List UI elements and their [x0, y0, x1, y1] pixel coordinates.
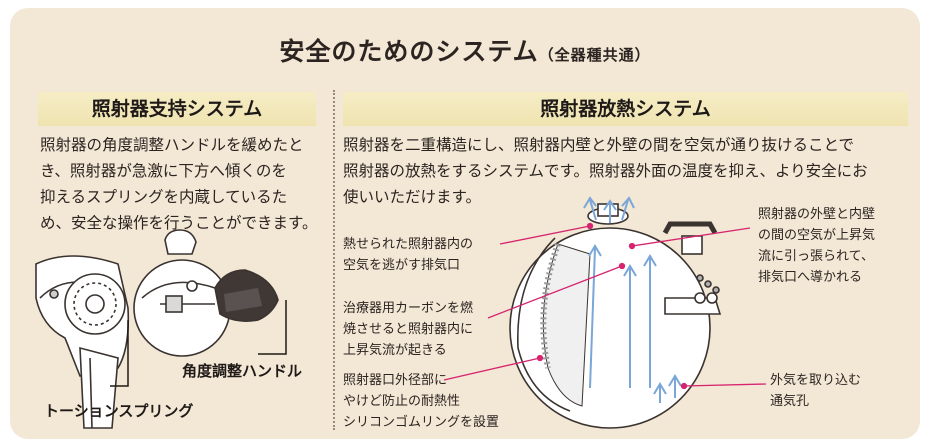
- callout-line: 熱せられた照射器内の: [343, 237, 474, 252]
- label-angle-handle: 角度調整ハンドル: [182, 362, 303, 380]
- callout-line: やけど防止の耐熱性: [343, 394, 461, 409]
- support-system-heading: 照射器支持システム: [38, 92, 316, 126]
- callout-line: 空気を逃がす排気口: [343, 258, 461, 273]
- heat-dissipation-description: 照射器を二重構造にし、照射器内壁と外壁の間を空気が通り抜けることで 照射器の放熱…: [343, 132, 913, 210]
- torsion-spring-mechanism-illustration: [35, 229, 279, 429]
- callout-line: 治療器用カーボンを燃: [343, 301, 474, 316]
- callout-line: 流に引っ張られて、: [758, 249, 874, 264]
- safety-system-panel: 安全のためのシステム（全器種共通） 照射器支持システム 照射器の角度調整ハンドル…: [10, 8, 920, 439]
- callout-double-wall: 照射器の外壁と内壁 の間の空気が上昇気 流に引っ張られて、 排気口へ導かれる: [758, 204, 875, 288]
- page-title: 安全のためのシステム（全器種共通）: [10, 32, 920, 68]
- callout-carbon-updraft: 治療器用カーボンを燃 焼させると照射器内に 上昇気流が起きる: [343, 298, 473, 361]
- callout-line: 通気孔: [770, 394, 810, 409]
- title-sub: （全器種共通）: [538, 46, 651, 64]
- callout-line: の間の空気が上昇気: [758, 228, 876, 243]
- callout-intake-vent: 外気を取り込む 通気孔: [770, 370, 861, 412]
- description-line: 照射器を二重構造にし、照射器内壁と外壁の間を空気が通り抜けることで: [343, 136, 855, 154]
- callout-leader-lines: [443, 222, 767, 390]
- section-divider: [333, 90, 335, 430]
- callout-exhaust-port: 熱せられた照射器内の 空気を逃がす排気口: [343, 234, 473, 276]
- airflow-arrows: [583, 196, 682, 403]
- callout-line: シリコンゴムリングを設置: [343, 415, 500, 430]
- callout-line: 排気口へ導かれる: [758, 270, 863, 285]
- illustrations: [35, 196, 767, 429]
- description-line: め、安全な操作を行うことができます。: [40, 214, 318, 232]
- description-line: 抑えるスプリングを内蔵しているた: [40, 188, 288, 206]
- title-main: 安全のためのシステム: [279, 37, 539, 66]
- callout-silicone-ring: 照射器口外径部に やけど防止の耐熱性 シリコンゴムリングを設置: [343, 370, 499, 433]
- callout-line: 焼させると照射器内に: [343, 322, 474, 337]
- label-torsion-spring: トーションスプリング: [44, 402, 194, 420]
- heat-dissipation-heading: 照射器放熱システム: [343, 92, 908, 126]
- callout-line: 照射器口外径部に: [343, 373, 448, 388]
- description-line: き、照射器が急激に下方へ傾くのを: [40, 162, 287, 180]
- description-line: 照射器の角度調整ハンドルを緩めたと: [40, 136, 304, 154]
- callout-line: 照射器の外壁と内壁: [758, 207, 876, 222]
- callout-line: 上昇気流が起きる: [343, 343, 447, 358]
- description-line: 使いいただけます。: [343, 188, 481, 206]
- description-line: 照射器の放熱をするシステムです。照射器外面の温度を抑え、より安全にお: [343, 162, 868, 180]
- irradiator-lamp-illustration: [509, 203, 722, 429]
- support-system-description: 照射器の角度調整ハンドルを緩めたと き、照射器が急激に下方へ傾くのを 抑えるスプ…: [40, 132, 330, 236]
- callout-line: 外気を取り込む: [770, 373, 862, 388]
